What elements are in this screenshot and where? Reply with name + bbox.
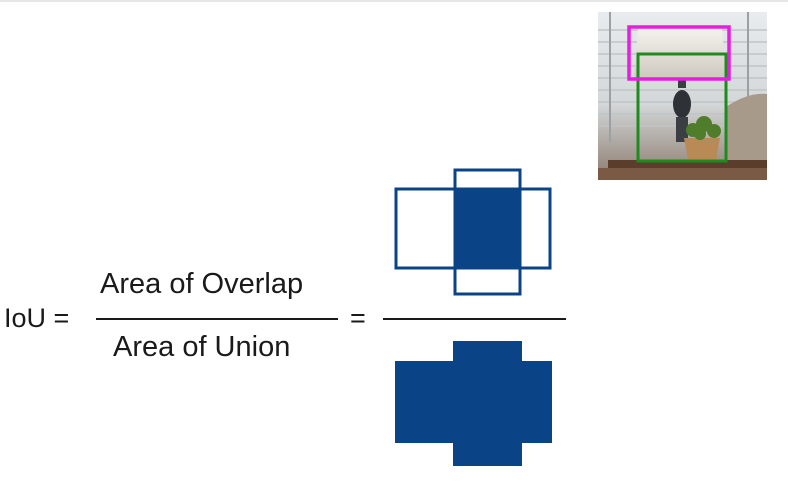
top-rule [0,0,788,2]
fraction-line-text [96,318,338,320]
overlap-graphic [394,168,552,296]
iou-label: IoU = [4,303,70,333]
fraction-line-graphic [383,318,566,320]
denominator-text: Area of Union [113,331,291,363]
union-vertical-bar [453,341,522,466]
numerator-text: Area of Overlap [100,268,304,300]
example-photo [598,12,767,180]
bounding-box-magenta [627,25,731,81]
equals-sign: = [350,303,366,333]
union-graphic [395,341,552,466]
bounding-box-green [636,52,728,163]
overlap-region [455,189,520,268]
